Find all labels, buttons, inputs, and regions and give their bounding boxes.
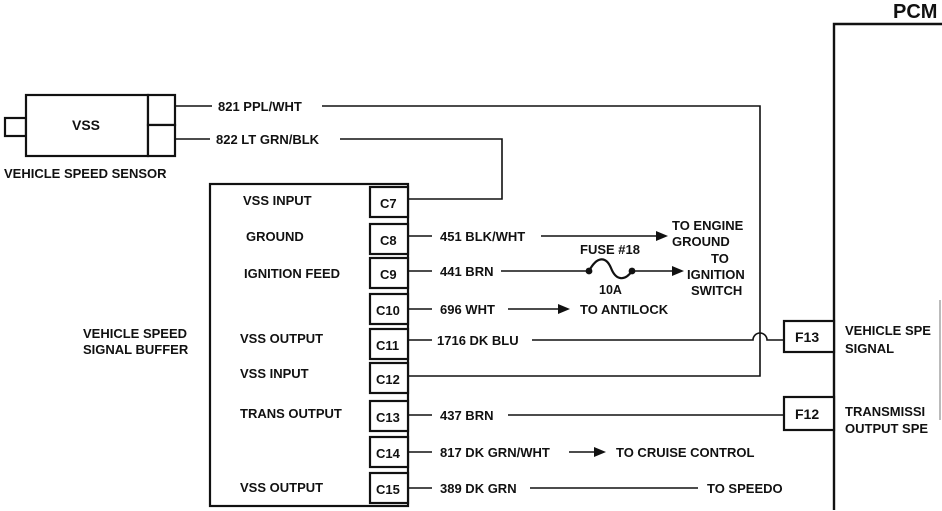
terminal-name: GROUND [246, 229, 304, 244]
pin-label: C11 [376, 338, 399, 353]
pcm-label: PCM [893, 1, 937, 23]
arrow-head [594, 447, 606, 457]
wire-c9-label: 441 BRN [440, 264, 493, 279]
pin-label: C10 [376, 303, 400, 318]
terminal-name: VSS INPUT [243, 193, 312, 208]
fuse-rating: 10A [599, 283, 622, 297]
ignition-switch-line2: IGNITION [687, 267, 745, 282]
wire-822-label: 822 LT GRN/BLK [216, 132, 320, 147]
pin-label: C12 [376, 372, 400, 387]
vss-terminal-top [146, 93, 177, 127]
vss-caption: VEHICLE SPEED SENSOR [4, 166, 167, 181]
wire-c11-label: 1716 DK BLU [437, 333, 519, 348]
pin-label: C15 [376, 482, 400, 497]
pcm-pin-desc-line2: OUTPUT SPE [845, 421, 928, 436]
engine-ground-line1: TO ENGINE [672, 218, 744, 233]
engine-ground-line2: GROUND [672, 234, 730, 249]
fuse-icon [588, 258, 633, 280]
wire-c15-label: 389 DK GRN [440, 481, 517, 496]
pin-label: C9 [380, 267, 397, 282]
pcm-pin-label: F12 [795, 406, 819, 422]
pcm-outline [832, 22, 942, 510]
vehicle-speed-sensor: VSS VEHICLE SPEED SENSOR [3, 93, 177, 181]
terminal-name: IGNITION FEED [244, 266, 340, 281]
pcm-pin-box [782, 319, 836, 354]
vss-body [24, 93, 150, 158]
pin-box [368, 471, 410, 505]
vss-shaft [3, 116, 28, 138]
pin-label: C7 [380, 196, 397, 211]
arrow-head [558, 304, 570, 314]
ignition-switch-line1: TO [711, 251, 729, 266]
pin-box [368, 222, 410, 256]
wire-c14-dest: TO CRUISE CONTROL [616, 445, 754, 460]
ignition-switch-line3: SWITCH [691, 283, 742, 298]
pin-box [368, 292, 410, 326]
vss-label: VSS [72, 117, 100, 133]
arrow-head [656, 231, 668, 241]
wire-821-label: 821 PPL/WHT [218, 99, 302, 114]
arrow-head [672, 266, 684, 276]
pin-box [368, 327, 410, 361]
vehicle-speed-signal-buffer: VEHICLE SPEED SIGNAL BUFFER C7 C8 C9 C10… [83, 182, 410, 508]
pin-box [368, 435, 410, 469]
wire-c11 [532, 332, 784, 341]
pcm-pin-desc-line2: SIGNAL [845, 341, 894, 356]
terminal-name: TRANS OUTPUT [240, 406, 342, 421]
pcm-pin-desc-line1: VEHICLE SPE [845, 323, 931, 338]
vss-terminal-bottom [146, 123, 177, 158]
pin-label: C14 [376, 446, 401, 461]
pcm-pin-label: F13 [795, 329, 819, 345]
wire-c13-label: 437 BRN [440, 408, 493, 423]
pin-label: C13 [376, 410, 400, 425]
wire-c8-label: 451 BLK/WHT [440, 229, 525, 244]
wire-c14-label: 817 DK GRN/WHT [440, 445, 550, 460]
terminal-name: VSS OUTPUT [240, 331, 323, 346]
pin-box [368, 361, 410, 395]
terminal-name: VSS INPUT [240, 366, 309, 381]
pcm-pin-box [782, 395, 836, 432]
fuse-label: FUSE #18 [580, 242, 640, 257]
wire-c10-dest: TO ANTILOCK [580, 302, 669, 317]
pin-label: C8 [380, 233, 397, 248]
wire-c15-dest: TO SPEEDO [707, 481, 783, 496]
buffer-label-line1: VEHICLE SPEED [83, 326, 187, 341]
pin-box [368, 399, 410, 433]
pcm-pin-desc-line1: TRANSMISSI [845, 404, 925, 419]
wire-c10-label: 696 WHT [440, 302, 495, 317]
wire-822 [340, 138, 503, 200]
pin-box [368, 185, 410, 219]
buffer-label-line2: SIGNAL BUFFER [83, 342, 189, 357]
pin-box [368, 256, 410, 290]
wire-821 [322, 105, 761, 377]
terminal-name: VSS OUTPUT [240, 480, 323, 495]
